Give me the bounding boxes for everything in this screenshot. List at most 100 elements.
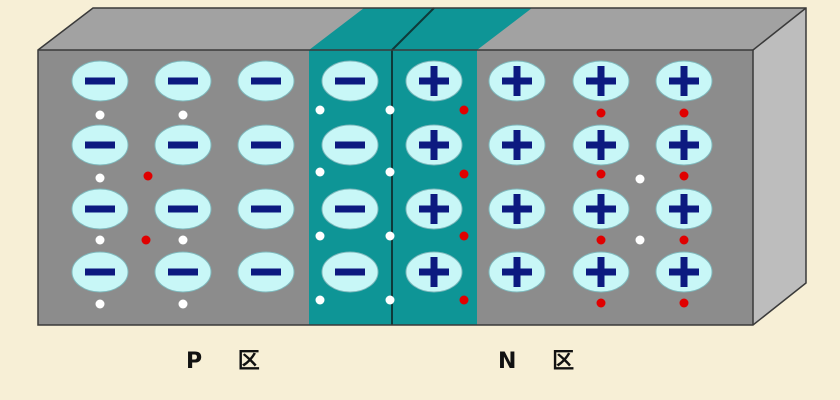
electron bbox=[459, 231, 469, 241]
negative-ion-icon bbox=[154, 60, 212, 102]
electron bbox=[596, 169, 606, 179]
electron bbox=[596, 235, 606, 245]
plus-sign-vertical bbox=[597, 257, 605, 287]
negative-ion-icon bbox=[154, 188, 212, 230]
negative-ion-icon bbox=[237, 60, 295, 102]
hole bbox=[178, 299, 188, 309]
plus-sign-vertical bbox=[680, 194, 688, 224]
plus-sign-vertical bbox=[597, 130, 605, 160]
plus-sign-vertical bbox=[430, 66, 438, 96]
plus-sign-vertical bbox=[680, 257, 688, 287]
positive-ion-icon bbox=[572, 124, 630, 166]
minus-sign bbox=[251, 77, 281, 85]
p-region-label: P 区 bbox=[186, 349, 274, 374]
hole bbox=[95, 235, 105, 245]
negative-ion-icon bbox=[71, 60, 129, 102]
negative-ion-icon bbox=[71, 188, 129, 230]
plus-sign-vertical bbox=[513, 194, 521, 224]
junction-boundary-top bbox=[391, 7, 435, 51]
electron bbox=[679, 171, 689, 181]
positive-ion-icon bbox=[405, 188, 463, 230]
positive-ion-icon bbox=[488, 251, 546, 293]
minus-sign bbox=[168, 77, 198, 85]
hole bbox=[385, 167, 395, 177]
positive-ion-icon bbox=[488, 124, 546, 166]
electron bbox=[679, 298, 689, 308]
minus-sign bbox=[168, 205, 198, 213]
n-region-label: N 区 bbox=[498, 349, 589, 374]
minus-sign bbox=[251, 268, 281, 276]
positive-ion-icon bbox=[655, 60, 713, 102]
plus-sign-vertical bbox=[597, 66, 605, 96]
hole bbox=[178, 110, 188, 120]
ion-lattice bbox=[71, 60, 713, 293]
electron bbox=[459, 105, 469, 115]
electron bbox=[141, 235, 151, 245]
free-carriers bbox=[95, 105, 689, 309]
negative-ion-icon bbox=[71, 251, 129, 293]
electron bbox=[143, 171, 153, 181]
electron bbox=[596, 108, 606, 118]
negative-ion-icon bbox=[237, 188, 295, 230]
positive-ion-icon bbox=[655, 124, 713, 166]
depletion-region-top bbox=[309, 8, 532, 50]
minus-sign bbox=[85, 268, 115, 276]
minus-sign bbox=[85, 141, 115, 149]
negative-ion-icon bbox=[237, 251, 295, 293]
hole bbox=[385, 231, 395, 241]
positive-ion-icon bbox=[488, 60, 546, 102]
negative-ion-icon bbox=[237, 124, 295, 166]
minus-sign bbox=[168, 268, 198, 276]
minus-sign bbox=[251, 205, 281, 213]
minus-sign bbox=[335, 141, 365, 149]
negative-ion-icon bbox=[154, 124, 212, 166]
negative-ion-icon bbox=[71, 124, 129, 166]
electron bbox=[459, 295, 469, 305]
plus-sign-vertical bbox=[513, 130, 521, 160]
plus-sign-vertical bbox=[513, 257, 521, 287]
hole bbox=[635, 174, 645, 184]
minus-sign bbox=[85, 205, 115, 213]
negative-ion-icon bbox=[154, 251, 212, 293]
hole bbox=[385, 295, 395, 305]
electron bbox=[679, 108, 689, 118]
electron bbox=[459, 169, 469, 179]
plus-sign-vertical bbox=[430, 130, 438, 160]
negative-ion-icon bbox=[321, 124, 379, 166]
positive-ion-icon bbox=[572, 251, 630, 293]
plus-sign-vertical bbox=[680, 130, 688, 160]
positive-ion-icon bbox=[405, 251, 463, 293]
minus-sign bbox=[335, 205, 365, 213]
hole bbox=[385, 105, 395, 115]
positive-ion-icon bbox=[488, 188, 546, 230]
hole bbox=[315, 105, 325, 115]
plus-sign-vertical bbox=[680, 66, 688, 96]
hole bbox=[95, 110, 105, 120]
minus-sign bbox=[251, 141, 281, 149]
positive-ion-icon bbox=[655, 188, 713, 230]
positive-ion-icon bbox=[655, 251, 713, 293]
plus-sign-vertical bbox=[597, 194, 605, 224]
plus-sign-vertical bbox=[430, 194, 438, 224]
minus-sign bbox=[168, 141, 198, 149]
block-right-face bbox=[753, 8, 806, 325]
hole bbox=[178, 235, 188, 245]
hole bbox=[635, 235, 645, 245]
minus-sign bbox=[85, 77, 115, 85]
negative-ion-icon bbox=[321, 188, 379, 230]
positive-ion-icon bbox=[405, 60, 463, 102]
hole bbox=[315, 167, 325, 177]
minus-sign bbox=[335, 268, 365, 276]
plus-sign-vertical bbox=[430, 257, 438, 287]
hole bbox=[95, 173, 105, 183]
plus-sign-vertical bbox=[513, 66, 521, 96]
electron bbox=[679, 235, 689, 245]
positive-ion-icon bbox=[405, 124, 463, 166]
hole bbox=[315, 295, 325, 305]
positive-ion-icon bbox=[572, 60, 630, 102]
negative-ion-icon bbox=[321, 60, 379, 102]
positive-ion-icon bbox=[572, 188, 630, 230]
hole bbox=[95, 299, 105, 309]
